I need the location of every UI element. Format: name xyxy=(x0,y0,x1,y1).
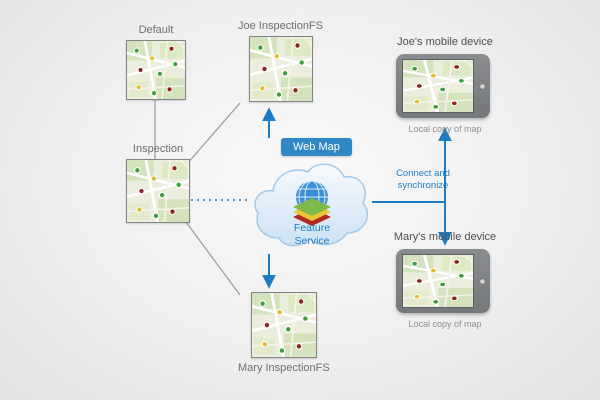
map-thumbnail xyxy=(252,293,316,357)
node-inspection: Inspection xyxy=(126,143,190,223)
cloud-icon xyxy=(254,163,369,247)
inspection-map xyxy=(126,159,190,223)
map-thumbnail xyxy=(127,160,189,222)
joe-local-copy-caption: Local copy of map xyxy=(408,124,482,134)
joe-tablet xyxy=(396,54,490,118)
web-map-badge: Web Map xyxy=(281,138,352,156)
node-default: Default xyxy=(126,24,186,100)
joe-fs-map xyxy=(248,36,313,102)
node-mary-inspectionfs: Mary InspectionFS xyxy=(238,292,330,374)
default-map xyxy=(126,40,186,100)
joe-device-label: Joe's mobile device xyxy=(397,36,493,48)
line-inspection-to-joe xyxy=(185,102,241,166)
feature-service-cloud xyxy=(248,154,376,256)
joe-tablet-screen xyxy=(402,59,474,113)
map-thumbnail xyxy=(127,41,185,99)
node-joe-inspectionfs: Joe InspectionFS xyxy=(238,20,323,102)
map-thumbnail xyxy=(250,37,312,101)
mary-local-copy-caption: Local copy of map xyxy=(408,319,482,329)
default-label: Default xyxy=(138,24,174,36)
joe-fs-label: Joe InspectionFS xyxy=(238,20,323,32)
mary-fs-map xyxy=(250,292,317,358)
mary-tablet-screen xyxy=(402,254,474,308)
connect-synchronize-label: Connect and synchronize xyxy=(396,168,450,192)
inspection-label: Inspection xyxy=(132,143,184,155)
arcgis-logo xyxy=(293,180,331,226)
line-inspection-to-mary xyxy=(185,221,241,296)
map-thumbnail xyxy=(403,60,473,112)
map-thumbnail xyxy=(403,255,473,307)
camera-icon xyxy=(480,278,485,284)
feature-service-label: Feature Service xyxy=(293,222,331,248)
camera-icon xyxy=(480,83,485,89)
mary-tablet xyxy=(396,249,490,313)
mary-device-label: Mary's mobile device xyxy=(393,231,497,243)
mary-fs-label: Mary InspectionFS xyxy=(238,362,330,374)
